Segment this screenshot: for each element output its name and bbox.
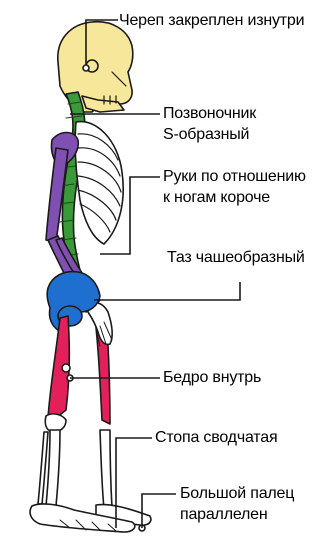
label-spine-line1: Позвоночник <box>163 104 256 123</box>
label-pelvis: Таз чашеобразный <box>167 248 305 267</box>
label-toe-line2: параллелен <box>180 505 267 524</box>
skeleton-figure <box>30 22 151 532</box>
callout-skull-dot <box>83 65 89 71</box>
label-femur: Бедро внутрь <box>163 368 261 387</box>
near-leg <box>30 316 135 532</box>
label-skull: Череп закреплен изнутри <box>119 11 304 30</box>
pelvis <box>47 272 100 330</box>
label-arms-line1: Руки по отношению <box>163 167 306 186</box>
label-arms-line2: к ногам короче <box>163 188 270 207</box>
label-foot: Стопа сводчатая <box>155 428 277 447</box>
label-spine-line2: S-образный <box>163 125 249 144</box>
tibia <box>46 430 60 506</box>
label-toe-line1: Большой палец <box>180 484 294 503</box>
knee-cap <box>62 364 70 372</box>
callout-pelvis <box>94 282 240 300</box>
rib-cage <box>75 122 123 244</box>
